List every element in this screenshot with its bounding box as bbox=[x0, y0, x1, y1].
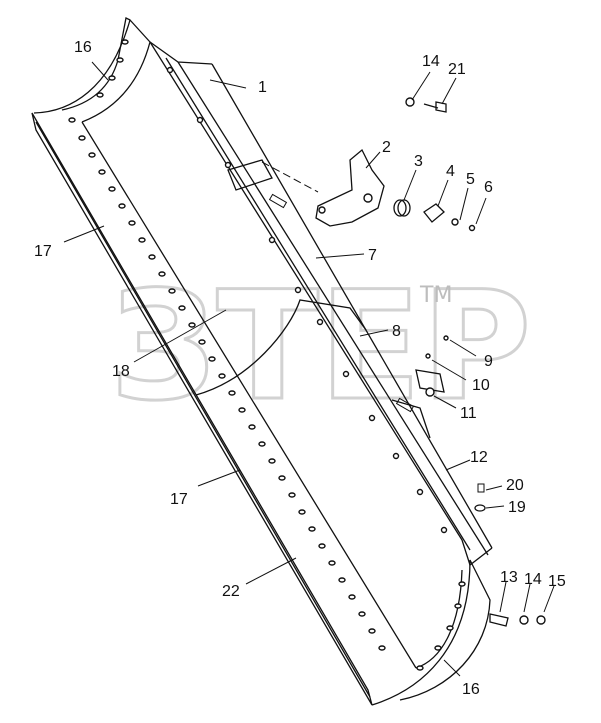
callout-12: 12 bbox=[470, 449, 488, 466]
stiffener-plate-middle bbox=[195, 299, 367, 396]
mount-bracket bbox=[315, 148, 385, 227]
bracket-assembly bbox=[261, 97, 476, 232]
callout-14-top: 14 bbox=[422, 53, 440, 70]
callout-9: 9 bbox=[484, 353, 493, 370]
callout-17-upper: 17 bbox=[34, 243, 52, 260]
callout-21: 21 bbox=[448, 61, 466, 78]
washer-3 bbox=[393, 199, 407, 217]
leader-lines bbox=[63, 61, 555, 677]
hardware-9-11 bbox=[415, 335, 449, 397]
callout-6: 6 bbox=[484, 179, 493, 196]
callout-18: 18 bbox=[112, 363, 130, 380]
callout-10: 10 bbox=[472, 377, 490, 394]
hardware-19-20 bbox=[474, 483, 486, 512]
callout-11: 11 bbox=[460, 405, 477, 422]
callout-1: 1 bbox=[258, 79, 267, 96]
bolt-6 bbox=[468, 224, 476, 232]
callout-2: 2 bbox=[382, 139, 391, 156]
bushing-4 bbox=[423, 203, 445, 223]
callout-5: 5 bbox=[466, 171, 475, 188]
right-end-plate bbox=[371, 559, 491, 706]
callout-19: 19 bbox=[508, 499, 526, 516]
callout-16-bottom: 16 bbox=[462, 681, 480, 698]
left-end-plate bbox=[33, 18, 151, 123]
watermark-tm: TM bbox=[419, 283, 452, 308]
callout-17-lower: 17 bbox=[170, 491, 188, 508]
callout-14-bottom: 14 bbox=[524, 571, 542, 588]
callout-13: 13 bbox=[500, 569, 518, 586]
callout-16-top: 16 bbox=[74, 39, 92, 56]
callout-20: 20 bbox=[506, 477, 524, 494]
callout-7: 7 bbox=[368, 247, 377, 264]
hardware-13-15 bbox=[489, 613, 546, 627]
stiffener-plate-upper bbox=[227, 159, 273, 191]
callout-4: 4 bbox=[446, 163, 455, 180]
callouts: 16 1 2 3 4 5 6 14 21 7 8 9 10 11 12 20 1… bbox=[34, 39, 566, 698]
callout-3: 3 bbox=[414, 153, 423, 170]
callout-22: 22 bbox=[222, 583, 240, 600]
callout-15: 15 bbox=[548, 573, 566, 590]
callout-8: 8 bbox=[392, 323, 401, 340]
blade-body bbox=[31, 17, 493, 706]
cutting-edge-holes bbox=[68, 39, 466, 671]
washer-5 bbox=[451, 218, 459, 226]
